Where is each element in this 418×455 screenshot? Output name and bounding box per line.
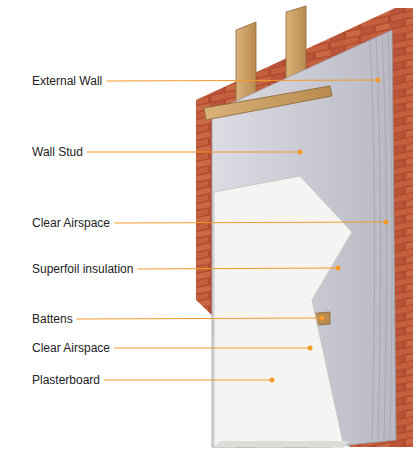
leader-line	[114, 348, 310, 349]
part-label: External Wall	[32, 74, 102, 88]
leader-dot	[336, 266, 341, 271]
leader-dot	[384, 220, 389, 225]
leader-line	[106, 80, 378, 81]
leader-line	[137, 268, 338, 269]
leader-dot	[270, 378, 275, 383]
plasterboard	[214, 176, 352, 447]
leader-dot	[298, 150, 303, 155]
leader-line	[104, 380, 272, 381]
leader-dot	[320, 316, 325, 321]
plasterboard-edge	[214, 441, 350, 447]
leader-dot	[308, 346, 313, 351]
foil-layers	[370, 32, 392, 440]
part-label: Superfoil insulation	[32, 262, 133, 276]
leader-dot	[376, 78, 381, 83]
part-label: Clear Airspace	[32, 216, 110, 230]
leader-line	[114, 222, 386, 223]
part-label: Plasterboard	[32, 373, 100, 387]
part-label: Battens	[32, 312, 73, 326]
part-label: Wall Stud	[32, 145, 83, 159]
brick-wall	[196, 8, 413, 447]
leader-line	[77, 318, 322, 319]
part-label: Clear Airspace	[32, 341, 110, 355]
leader-line	[87, 152, 300, 153]
batten	[204, 86, 332, 120]
